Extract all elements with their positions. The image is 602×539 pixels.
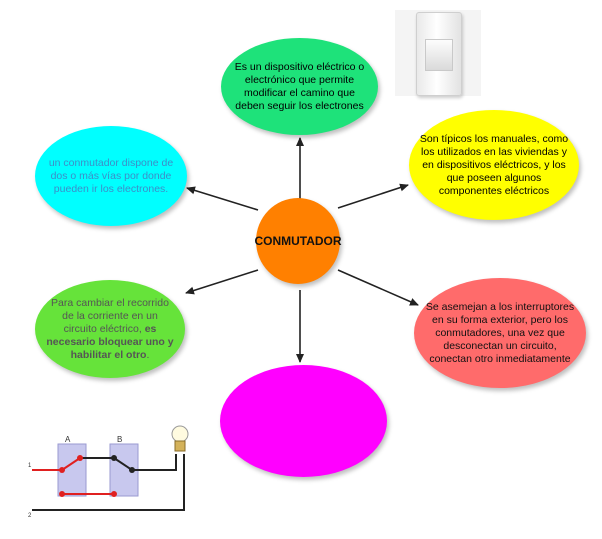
node-paths-text: un conmutador dispone de dos o más vías … (48, 156, 174, 195)
arrow-to-lower-left (185, 269, 259, 295)
black-wire-return (32, 454, 185, 511)
switch-label-a: A (65, 435, 71, 444)
node-types-text: Son típicos los manuales, como los utili… (419, 132, 569, 197)
switch-b-lever (113, 457, 133, 471)
central-node-label: CONMUTADOR (254, 234, 342, 248)
two-way-switch-circuit-diagram: A B 1 2 (28, 420, 198, 520)
contact (111, 491, 117, 497)
circuit-svg: A B 1 2 (28, 425, 189, 519)
wall-switch-photo (395, 10, 481, 96)
node-function: Para cambiar el recorrido de la corrient… (35, 280, 185, 378)
contact (59, 467, 65, 473)
central-node: CONMUTADOR (254, 198, 342, 284)
contact (129, 467, 135, 473)
arrow-to-lower-right (337, 269, 419, 306)
node-function-text-plain: Para cambiar el recorrido de la corrient… (51, 296, 169, 335)
node-comparison: Se asemejan a los interruptores en su fo… (414, 278, 586, 388)
node-function-text-end: . (146, 348, 150, 361)
arrow-to-upper-right (337, 183, 409, 209)
black-wire-lamp (132, 454, 177, 471)
terminal-label-2: 2 (28, 513, 32, 519)
switch-a-lever (61, 457, 81, 471)
node-comparison-text: Se asemejan a los interruptores en su fo… (425, 300, 575, 365)
contact (111, 455, 117, 461)
node-types: Son típicos los manuales, como los utili… (409, 110, 579, 220)
switch-label-b: B (117, 435, 122, 444)
light-bulb-icon (171, 425, 189, 452)
node-function-text: Para cambiar el recorrido de la corrient… (35, 297, 185, 362)
contact (77, 455, 83, 461)
node-paths: un conmutador dispone de dos o más vías … (35, 126, 187, 226)
node-definition-text: Es un dispositivo eléctrico o electrónic… (234, 60, 365, 112)
node-definition: Es un dispositivo eléctrico o electrónic… (221, 38, 378, 135)
arrow-to-upper-left (186, 186, 259, 211)
node-function-text-bold: es necesario bloquear uno y habilitar el… (46, 322, 174, 361)
switch-plate (416, 12, 462, 96)
contact (59, 491, 65, 497)
switch-rocker (425, 39, 453, 71)
terminal-label-1: 1 (28, 463, 32, 469)
node-bottom (220, 365, 387, 477)
